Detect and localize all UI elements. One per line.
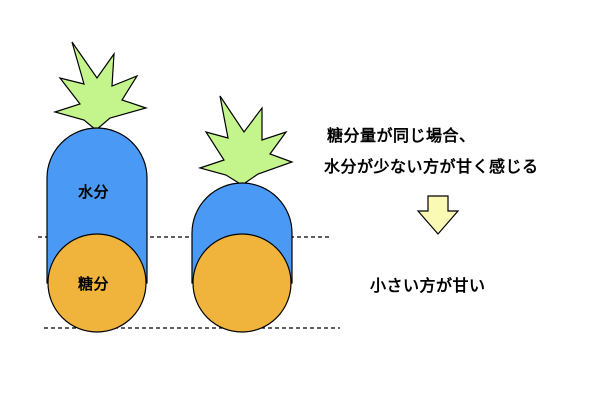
sugar-label: 糖分 [78, 275, 110, 293]
water-label: 水分 [78, 183, 110, 201]
sugar-ball [47, 233, 147, 333]
sugar-ball [192, 233, 292, 333]
pineapple-large [46, 41, 149, 333]
conclusion-text: 小さい方が甘い [370, 276, 486, 295]
leaves-icon [197, 95, 294, 186]
leaves-icon [52, 41, 149, 131]
explanation-line-2: 水分が少ない方が甘く感じる [324, 157, 539, 176]
pineapple-small [191, 95, 294, 333]
explanation-line-1: 糖分量が同じ場合、 [327, 126, 476, 145]
down-arrow-icon [416, 195, 460, 235]
